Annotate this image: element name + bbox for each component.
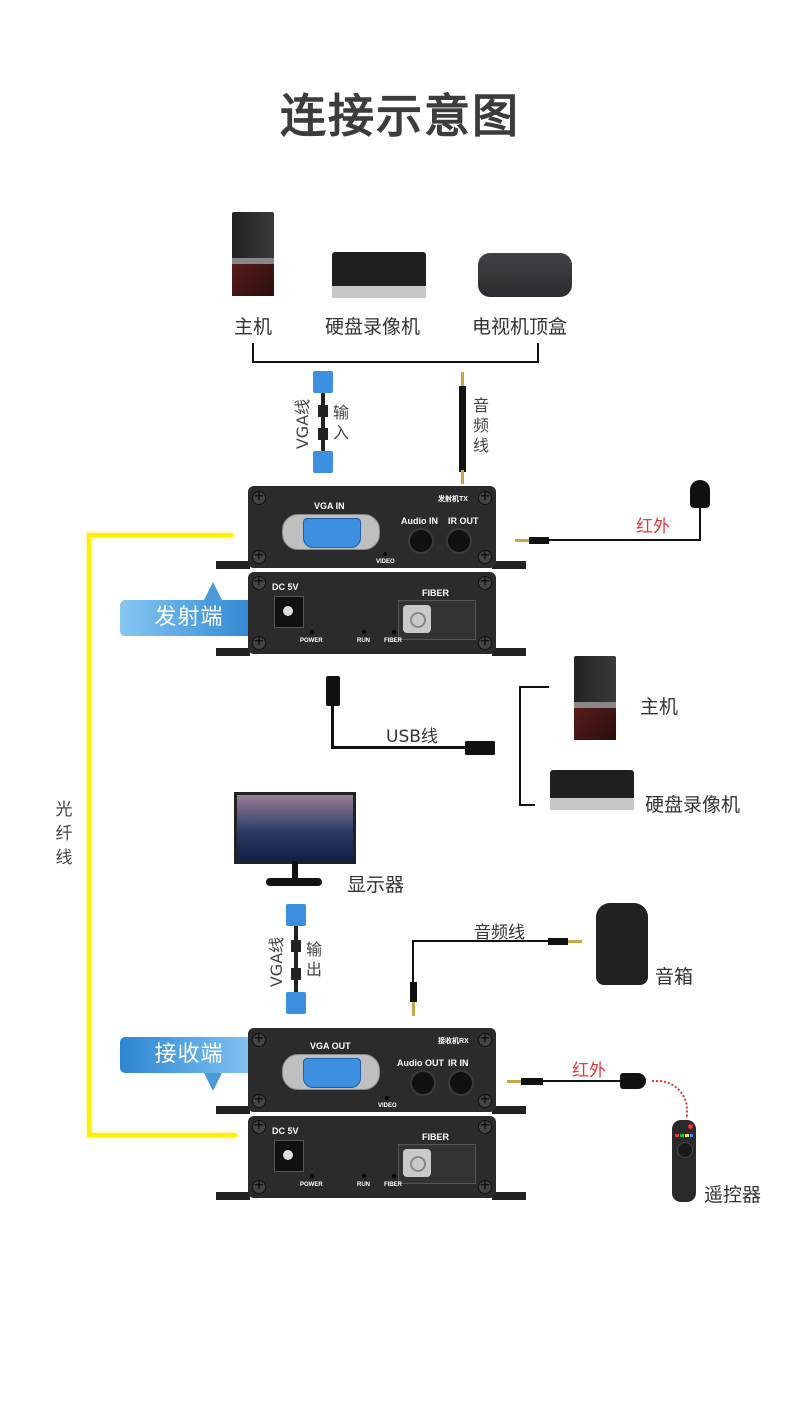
vga-cable-icon xyxy=(294,926,298,992)
vga-in-port[interactable] xyxy=(282,514,380,550)
vga-connector-icon xyxy=(313,371,333,393)
receiver-badge: 接收端 xyxy=(120,1037,258,1073)
rx-audio-label: 音频线 xyxy=(474,923,525,943)
rx-run-led-label: RUN xyxy=(357,1182,370,1188)
remote-control-icon xyxy=(672,1120,696,1202)
rx-vga-direction: 输出 xyxy=(305,940,322,979)
ir-in-port[interactable] xyxy=(448,1070,474,1096)
page-title: 连接示意图 xyxy=(280,89,520,143)
dc-power-port[interactable] xyxy=(274,596,304,628)
ir-cable-icon xyxy=(521,1078,543,1085)
usb-label: USB线 xyxy=(386,727,438,747)
tx-run-led-label: RUN xyxy=(357,638,370,644)
tx-power-led-label: POWER xyxy=(300,638,323,644)
display-label: 显示器 xyxy=(347,874,405,896)
fiber-cable xyxy=(87,533,91,1137)
nvr-icon xyxy=(332,252,426,298)
rx-power-led-label: POWER xyxy=(300,1182,323,1188)
fiber-port[interactable] xyxy=(398,1144,476,1184)
source-label-nvr: 硬盘录像机 xyxy=(325,316,421,338)
rx-fiber-label: FIBER xyxy=(422,1132,449,1142)
remote-label: 遥控器 xyxy=(704,1184,762,1206)
ir-out-port[interactable] xyxy=(446,528,472,554)
receiver-device-bottom: DC 5V FIBER POWER RUN FIBER xyxy=(248,1116,496,1198)
audio-out-port[interactable] xyxy=(410,1070,436,1096)
rx-fiber-led-label: FIBER xyxy=(384,1182,402,1188)
receiver-device: 接收机RX VGA OUT Audio OUT IR IN VIDEO xyxy=(248,1028,496,1112)
rx-dc-label: DC 5V xyxy=(272,1126,299,1136)
tx-fiber-label: FIBER xyxy=(422,588,449,598)
usb-target-bracket xyxy=(519,686,521,806)
rx-ir-label: 红外 xyxy=(572,1061,606,1081)
tx-vga-label: VGA线 xyxy=(293,398,313,450)
fiber-port[interactable] xyxy=(398,600,476,640)
tx-model-tag: 发射机TX xyxy=(438,496,468,503)
source-label-stb: 电视机顶盒 xyxy=(472,316,568,338)
tx-audio-in-label: Audio IN xyxy=(401,516,438,526)
arrow-down-icon xyxy=(204,1073,222,1091)
ir-emitter-icon xyxy=(690,480,710,508)
transmitter-device: 发射机TX VGA IN Audio IN IR OUT VIDEO xyxy=(248,486,496,568)
desktop-pc-icon xyxy=(574,656,616,740)
rx-video-led-label: VIDEO xyxy=(378,1103,397,1109)
tx-ir-label: 红外 xyxy=(636,517,670,537)
nvr-icon xyxy=(550,770,634,810)
set-top-box-icon xyxy=(478,253,572,297)
usb-plug-icon xyxy=(465,741,495,755)
tx-fiber-led-label: FIBER xyxy=(384,638,402,644)
tx-video-led-label: VIDEO xyxy=(376,559,395,565)
usb-target-pc-label: 主机 xyxy=(640,696,679,718)
tx-dc-label: DC 5V xyxy=(272,582,299,592)
rx-ir-in-label: IR IN xyxy=(448,1058,469,1068)
audio-in-port[interactable] xyxy=(408,528,434,554)
usb-target-nvr-label: 硬盘录像机 xyxy=(645,794,741,816)
usb-plug-icon xyxy=(326,676,340,706)
vga-out-port[interactable] xyxy=(282,1054,380,1090)
ir-signal-dotted xyxy=(652,1080,688,1118)
speaker-icon xyxy=(596,903,648,985)
tx-vga-in-label: VGA IN xyxy=(314,501,345,511)
arrow-up-icon xyxy=(204,582,222,600)
video-led xyxy=(383,552,387,556)
rx-vga-out-label: VGA OUT xyxy=(310,1041,351,1051)
transmitter-badge: 发射端 xyxy=(120,600,258,636)
tx-ir-out-label: IR OUT xyxy=(448,516,479,526)
vga-connector-icon xyxy=(313,451,333,473)
rx-audio-out-label: Audio OUT xyxy=(397,1058,444,1068)
speaker-label: 音箱 xyxy=(655,966,694,988)
transmitter-device-bottom: DC 5V FIBER POWER RUN FIBER xyxy=(248,572,496,654)
vga-connector-icon xyxy=(286,992,306,1014)
rx-model-tag: 接收机RX xyxy=(438,1038,469,1045)
audio-plug-icon xyxy=(461,372,464,386)
source-bracket xyxy=(252,361,539,363)
usb-cable xyxy=(331,704,334,748)
monitor-icon xyxy=(234,792,356,864)
tx-vga-direction: 输入 xyxy=(332,403,349,442)
rx-vga-label: VGA线 xyxy=(267,936,287,988)
rx-audio-cable xyxy=(412,940,414,984)
vga-cable-icon xyxy=(321,393,325,451)
vga-connector-icon xyxy=(286,904,306,926)
ir-cable-icon xyxy=(529,537,549,544)
fiber-label: 光纤线 xyxy=(55,800,73,868)
ir-receiver-icon xyxy=(620,1073,646,1089)
dc-power-port[interactable] xyxy=(274,1140,304,1172)
desktop-pc-icon xyxy=(232,212,274,296)
tx-audio-label: 音频线 xyxy=(472,396,489,455)
source-label-pc: 主机 xyxy=(234,316,273,338)
audio-cable-icon xyxy=(459,386,466,472)
